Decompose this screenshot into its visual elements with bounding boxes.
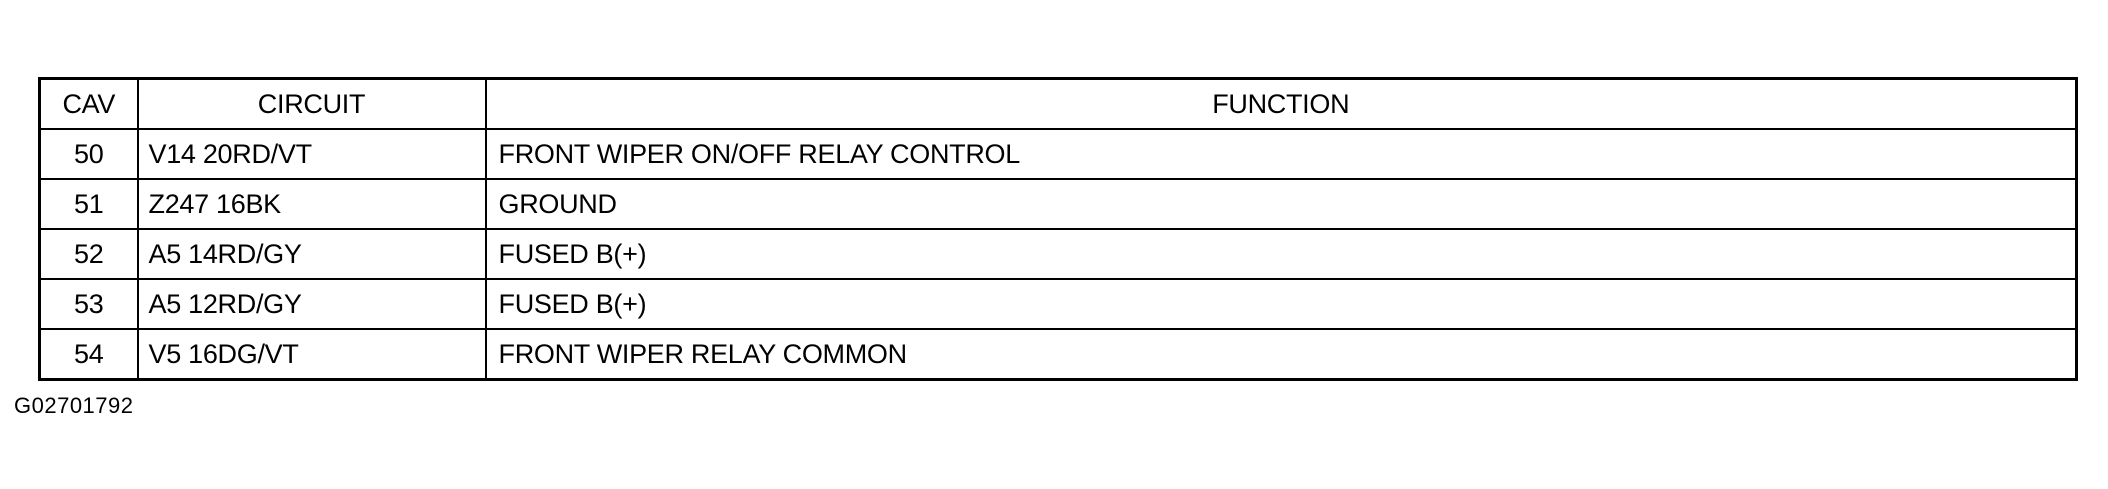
cell-cav: 53 xyxy=(38,278,139,330)
cell-cav: 50 xyxy=(38,128,139,180)
cell-circuit: Z247 16BK xyxy=(136,178,487,230)
table-row: 53 A5 12RD/GY FUSED B(+) xyxy=(38,278,2078,330)
cell-function: FRONT WIPER ON/OFF RELAY CONTROL xyxy=(484,128,2078,180)
cell-cav: 54 xyxy=(38,328,139,381)
cell-function: FUSED B(+) xyxy=(484,278,2078,330)
header-circuit: CIRCUIT xyxy=(136,77,487,130)
cell-cav: 52 xyxy=(38,228,139,280)
cell-circuit: V14 20RD/VT xyxy=(136,128,487,180)
cell-function: FUSED B(+) xyxy=(484,228,2078,280)
table-row: 50 V14 20RD/VT FRONT WIPER ON/OFF RELAY … xyxy=(38,128,2078,180)
header-cav: CAV xyxy=(38,77,139,130)
table-row: 51 Z247 16BK GROUND xyxy=(38,178,2078,230)
table-row: 54 V5 16DG/VT FRONT WIPER RELAY COMMON xyxy=(38,328,2078,381)
cell-circuit: A5 14RD/GY xyxy=(136,228,487,280)
connector-pinout-table: CAV CIRCUIT FUNCTION 50 V14 20RD/VT FRON… xyxy=(38,77,2078,381)
figure-id-label: G02701792 xyxy=(14,393,134,418)
cell-circuit: A5 12RD/GY xyxy=(136,278,487,330)
cell-cav: 51 xyxy=(38,178,139,230)
cell-function: FRONT WIPER RELAY COMMON xyxy=(484,328,2078,381)
header-function: FUNCTION xyxy=(484,77,2078,130)
cell-circuit: V5 16DG/VT xyxy=(136,328,487,381)
cell-function: GROUND xyxy=(484,178,2078,230)
table-row: 52 A5 14RD/GY FUSED B(+) xyxy=(38,228,2078,280)
table-header-row: CAV CIRCUIT FUNCTION xyxy=(38,77,2078,130)
